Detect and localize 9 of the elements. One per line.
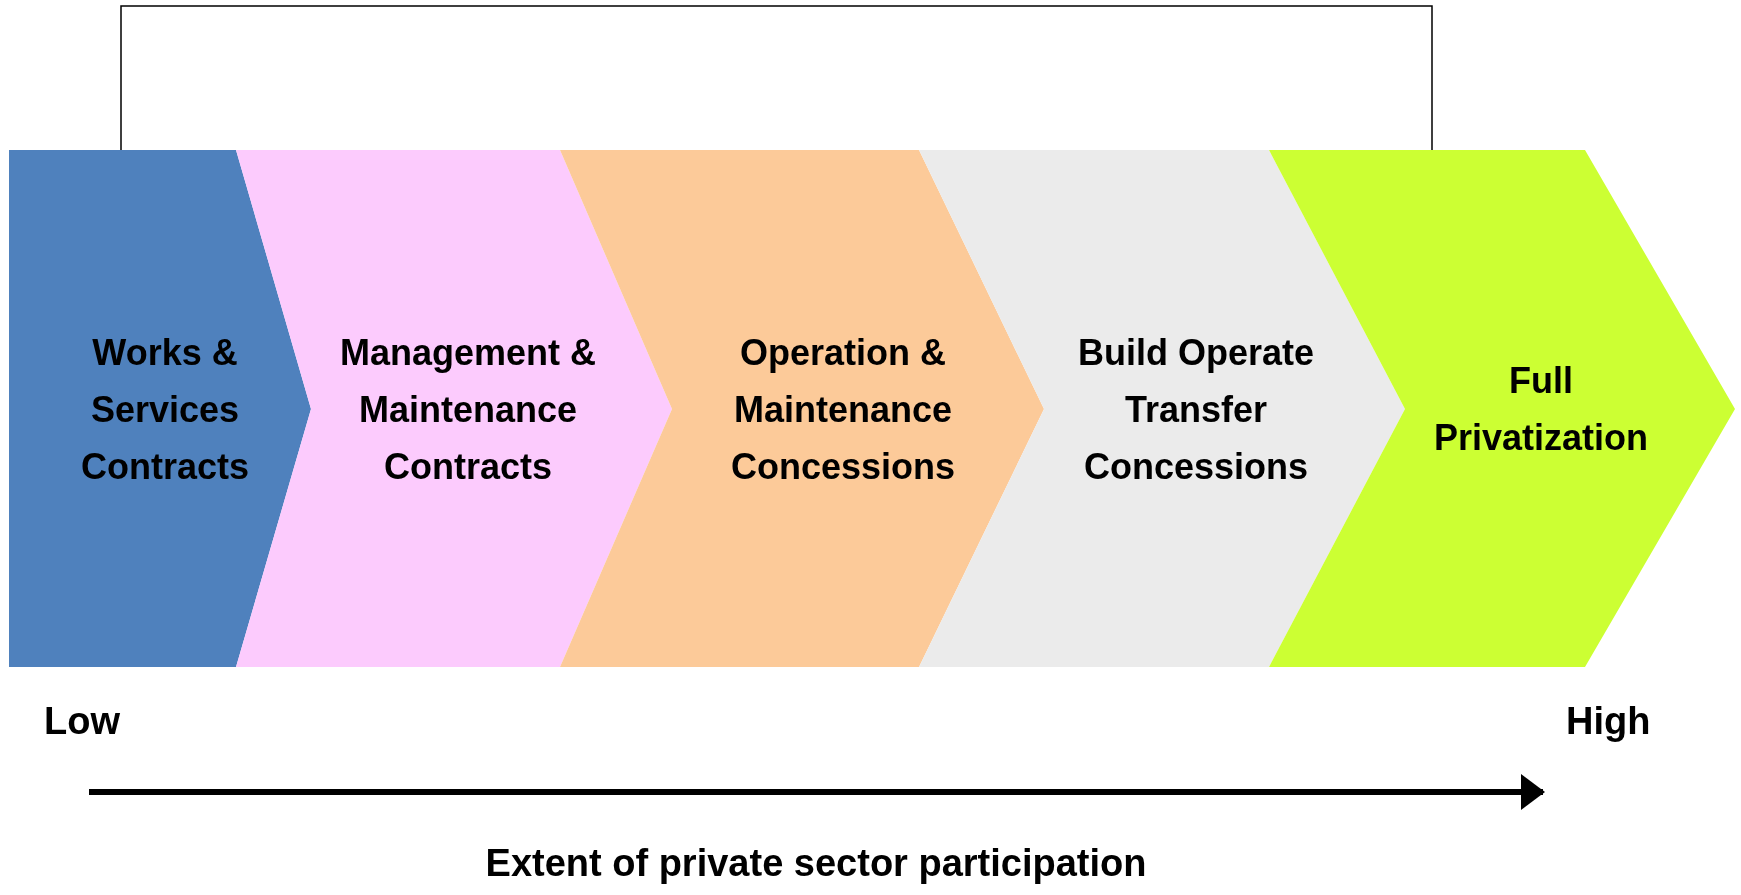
stage-label: Management & Maintenance Contracts <box>338 330 597 488</box>
stage-label: Build Operate Transfer Concessions <box>1076 330 1315 488</box>
stage-label: Works & Services Contracts <box>80 330 250 488</box>
scale-label: High <box>1566 700 1651 743</box>
axis-title: Extent of private sector participation <box>485 842 1147 885</box>
scale-label: Low <box>44 700 120 743</box>
stage-label: Full Privatization <box>1432 358 1650 460</box>
bracket-connector <box>120 5 1433 151</box>
stage-label: Operation & Maintenance Concessions <box>729 330 957 488</box>
